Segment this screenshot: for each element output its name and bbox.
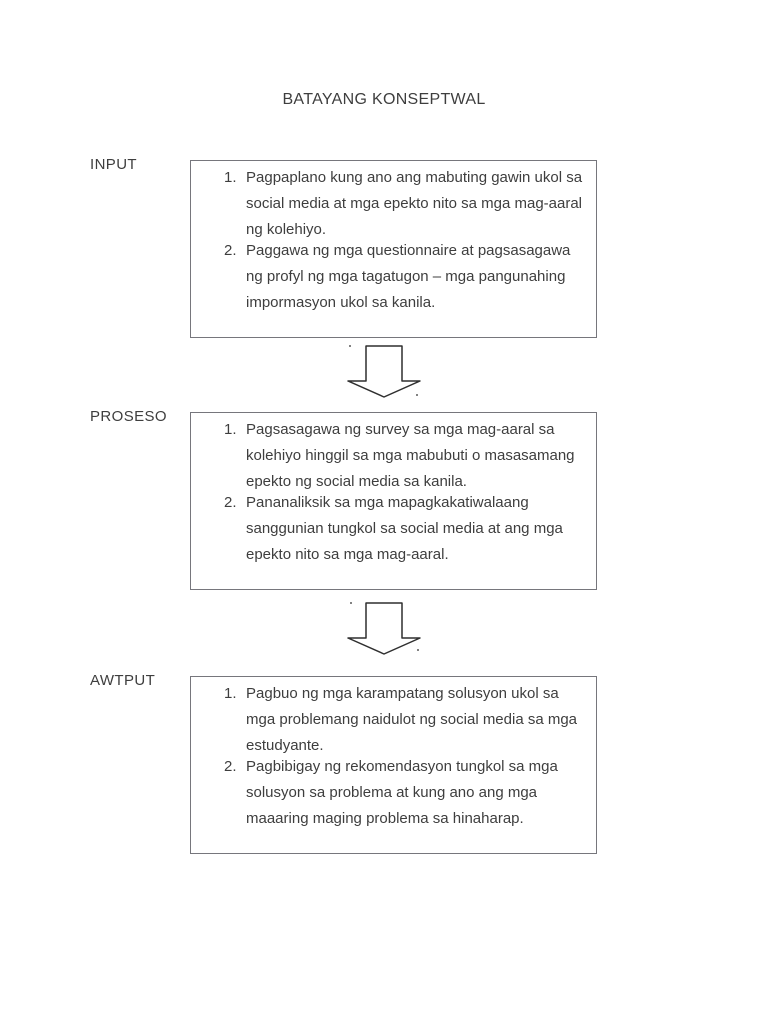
list-item: 1. Pagbuo ng mga karampatang solusyon uk… <box>224 681 588 759</box>
scan-speck <box>417 649 419 651</box>
item-text: Pananaliksik sa mga mapagkakatiwalaang s… <box>246 494 563 563</box>
down-block-arrow-icon <box>347 345 421 398</box>
item-marker: 1. <box>224 421 237 438</box>
scan-speck <box>416 394 418 396</box>
item-text: Pagbibigay ng rekomendasyon tungkol sa m… <box>246 758 558 827</box>
list-item: 1. Pagsasagawa ng survey sa mga mag-aara… <box>224 417 588 495</box>
item-marker: 1. <box>224 169 237 186</box>
item-text: Pagbuo ng mga karampatang solusyon ukol … <box>246 685 578 754</box>
scan-speck <box>350 602 352 604</box>
list-item: 2. Pananaliksik sa mga mapagkakatiwalaan… <box>224 490 588 568</box>
stage-box-input: 1. Pagpaplano kung ano ang mabuting gawi… <box>190 160 597 338</box>
list-item: 1. Pagpaplano kung ano ang mabuting gawi… <box>224 165 588 243</box>
item-text: Paggawa ng mga questionnaire at pagsasag… <box>246 242 571 311</box>
down-block-arrow-icon <box>347 602 421 655</box>
stage-label-input: INPUT <box>90 156 137 173</box>
list-item: 2. Paggawa ng mga questionnaire at pagsa… <box>224 238 588 316</box>
stage-label-proseso: PROSESO <box>90 408 167 425</box>
page-title: BATAYANG KONSEPTWAL <box>282 91 486 108</box>
item-marker: 2. <box>224 494 237 511</box>
stage-label-awtput: AWTPUT <box>90 672 156 689</box>
item-marker: 2. <box>224 758 237 775</box>
stage-box-awtput: 1. Pagbuo ng mga karampatang solusyon uk… <box>190 676 597 854</box>
scan-speck <box>349 345 351 347</box>
stage-box-proseso: 1. Pagsasagawa ng survey sa mga mag-aara… <box>190 412 597 590</box>
list-item: 2. Pagbibigay ng rekomendasyon tungkol s… <box>224 754 588 832</box>
item-text: Pagpaplano kung ano ang mabuting gawin u… <box>246 169 583 238</box>
item-text: Pagsasagawa ng survey sa mga mag-aaral s… <box>246 421 575 490</box>
item-marker: 1. <box>224 685 237 702</box>
item-marker: 2. <box>224 242 237 259</box>
